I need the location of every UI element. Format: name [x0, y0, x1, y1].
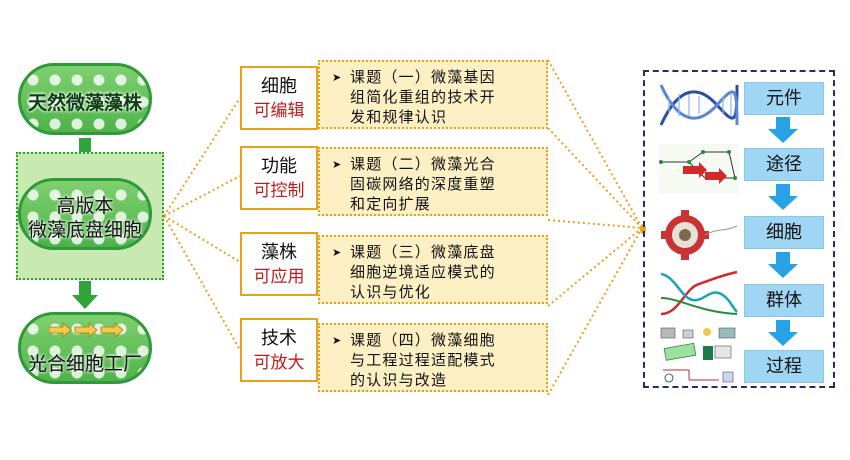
category-strain-bottom: 可应用	[253, 267, 305, 287]
project-3-line3: 认识与优化	[350, 283, 432, 301]
project-1-line3: 发和规律认识	[350, 108, 448, 126]
project-3-line1: 课题（三）微藻底盘	[350, 243, 496, 261]
project-1-line2: 组简化重组的技术开	[350, 88, 496, 106]
hierarchy-panel: 元件 途径 细胞 群体 过程	[643, 70, 835, 388]
factory-arrows-icon	[49, 322, 124, 338]
bullet-arrow-icon: ➤	[332, 334, 343, 347]
chassis-line2: 微藻底盘细胞	[27, 219, 142, 241]
category-technology-top: 技术	[261, 328, 297, 349]
blue-down-arrow-4	[768, 320, 798, 346]
category-function-top: 功能	[261, 156, 297, 177]
category-cell-top: 细胞	[261, 76, 297, 97]
project-3-line2: 细胞逆境适应模式的	[350, 263, 496, 281]
capsule-cell-factory: 光合细胞工厂	[18, 312, 152, 384]
project-4-line2: 与工程过程适配模式	[350, 351, 496, 369]
category-technology: 技术 可放大	[240, 318, 318, 382]
blue-down-arrow-3	[768, 252, 798, 278]
level-cell: 细胞	[744, 216, 824, 249]
bullet-arrow-icon: ➤	[332, 158, 343, 171]
bullet-arrow-icon: ➤	[332, 71, 343, 84]
project-4-line3: 的认识与改造	[350, 371, 448, 389]
process-equipment-icon	[660, 327, 736, 383]
bullet-arrow-icon: ➤	[332, 246, 343, 259]
project-2-line1: 课题（二）微藻光合	[350, 155, 496, 173]
project-4: ➤ 课题（四）微藻细胞 与工程过程适配模式 的认识与改造	[318, 323, 548, 392]
project-2: ➤ 课题（二）微藻光合 固碳网络的深度重塑 和定向扩展	[318, 147, 548, 216]
project-4-line1: 课题（四）微藻细胞	[350, 331, 496, 349]
category-function-bottom: 可控制	[253, 181, 305, 201]
level-process: 过程	[744, 350, 824, 383]
capsule-chassis-cell: 高版本 微藻底盘细胞	[18, 178, 152, 250]
category-cell-bottom: 可编辑	[253, 101, 305, 121]
category-strain-top: 藻株	[261, 242, 297, 263]
project-1: ➤ 课题（一）微藻基因 组简化重组的技术开 发和规律认识	[318, 60, 548, 129]
green-down-arrow-2	[72, 281, 98, 309]
natural-strain-label: 天然微藻藻株	[27, 92, 142, 114]
project-2-line3: 和定向扩展	[350, 195, 432, 213]
pathway-network-icon	[659, 144, 739, 194]
capsule-natural-strain: 天然微藻藻株	[18, 63, 152, 135]
category-technology-bottom: 可放大	[253, 353, 305, 373]
category-function: 功能 可控制	[240, 146, 318, 210]
chassis-line1: 高版本	[56, 195, 114, 217]
project-2-line2: 固碳网络的深度重塑	[350, 175, 496, 193]
project-3: ➤ 课题（三）微藻底盘 细胞逆境适应模式的 认识与优化	[318, 235, 548, 304]
level-component: 元件	[744, 82, 824, 115]
category-cell: 细胞 可编辑	[240, 66, 318, 130]
project-1-line1: 课题（一）微藻基因	[350, 68, 496, 86]
blue-down-arrow-1	[768, 117, 798, 143]
level-pathway: 途径	[744, 148, 824, 181]
growth-curve-icon	[660, 270, 738, 316]
category-strain: 藻株 可应用	[240, 232, 318, 296]
cell-factory-label: 光合细胞工厂	[27, 353, 142, 375]
gear-cell-icon	[661, 210, 738, 260]
dna-helix-icon	[659, 84, 739, 126]
level-population: 群体	[744, 284, 824, 317]
blue-down-arrow-2	[768, 184, 798, 210]
